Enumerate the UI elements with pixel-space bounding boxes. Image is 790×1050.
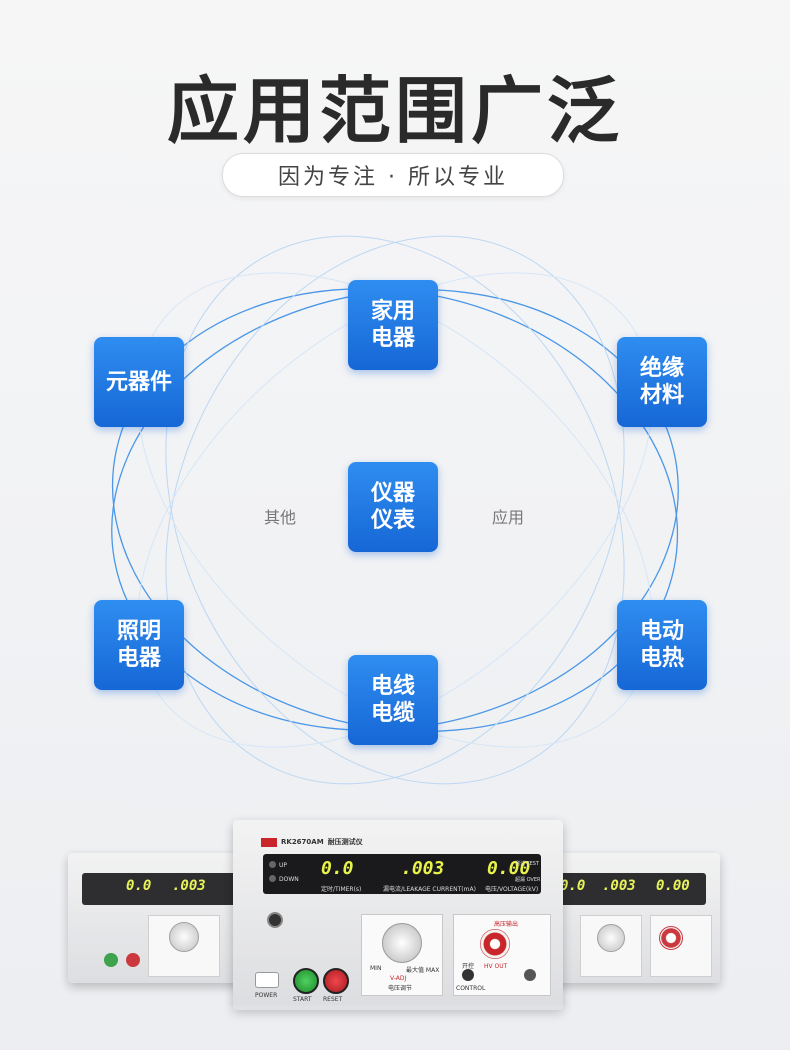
left-knob: [169, 922, 199, 952]
right-hv-socket: [659, 926, 683, 950]
right-knob-window: [580, 915, 642, 977]
label-application: 应用: [491, 508, 524, 527]
floor-reflection: [0, 1005, 790, 1050]
right-timer-digits: 0.0: [560, 878, 586, 894]
knob-min-label: MIN: [370, 965, 382, 972]
start-label: START: [293, 996, 312, 1003]
instrument-left: 0.0 .003: [68, 853, 258, 983]
voltage-digits: 0.00: [487, 858, 531, 879]
power-switch[interactable]: [255, 972, 279, 988]
up-button[interactable]: [269, 861, 276, 868]
tile-electric-heating: 电动 电热: [617, 600, 707, 690]
tagline-text: 因为专注 · 所以专业: [278, 165, 508, 190]
brand-logo: [261, 837, 277, 847]
right-knob: [597, 924, 625, 952]
reset-button[interactable]: [323, 968, 349, 994]
instrument-right: 0.0 .003 0.00: [540, 853, 720, 983]
hv-out-window: 高压输出 HV OUT 开控 CONTROL: [453, 914, 551, 996]
control-cn-label: 开控: [462, 963, 475, 970]
knob-max-label: 最大值 MAX: [406, 967, 440, 974]
control-socket[interactable]: [462, 969, 474, 981]
tile-components: 元器件: [94, 337, 184, 427]
page-heading: 应用范围广泛: [166, 69, 623, 153]
instrument-main: RK2670AM 耐压测试仪 UP DOWN 0.0 .003 0.00 定时/…: [233, 820, 563, 1010]
current-label: 漏电流/LEAKAGE CURRENT(mA): [383, 886, 476, 893]
tile-home-appliance: 家用 电器: [348, 280, 438, 370]
hv-out-cn-label: 高压输出: [494, 921, 519, 928]
voltage-knob[interactable]: [382, 923, 422, 963]
model-strip: RK2670AM 耐压测试仪: [261, 836, 363, 848]
down-label: DOWN: [279, 876, 299, 883]
left-knob-window: [148, 915, 220, 977]
instrument-left-display: 0.0 .003: [82, 873, 258, 905]
reset-label: RESET: [323, 996, 343, 1003]
vadj-cn-label: 电压调节: [388, 985, 413, 992]
tile-lighting: 照明 电器: [94, 600, 184, 690]
start-button[interactable]: [293, 968, 319, 994]
left-timer-digits: 0.0: [126, 878, 152, 894]
main-display-panel: UP DOWN 0.0 .003 0.00 定时/TIMER(s) 漏电流/LE…: [263, 854, 541, 894]
over-label: 超漏 OVER: [515, 877, 541, 883]
hv-out-label: HV OUT: [484, 963, 508, 970]
tile-insulation-material: 绝缘 材料: [617, 337, 707, 427]
ground-terminal[interactable]: [524, 969, 536, 981]
test-label: 测试 TEST: [515, 861, 540, 867]
right-hv-window: [650, 915, 712, 977]
instrument-right-display: 0.0 .003 0.00: [540, 873, 706, 905]
hv-out-socket[interactable]: [480, 929, 510, 959]
right-voltage-digits: 0.00: [656, 878, 690, 894]
current-digits: .003: [401, 858, 445, 879]
vadj-window: MIN 最大值 MAX V-ADJ 电压调节: [361, 914, 443, 996]
left-current-digits: .003: [172, 878, 206, 894]
left-green-button: [104, 953, 118, 967]
power-lamp: [267, 912, 283, 928]
voltage-label: 电压/VOLTAGE(kV): [485, 886, 539, 893]
model-title: 耐压测试仪: [327, 838, 363, 846]
right-current-digits: .003: [602, 878, 636, 894]
label-other: 其他: [263, 508, 296, 527]
tile-wire-cable: 电线 电缆: [348, 655, 438, 745]
control-label: CONTROL: [456, 985, 486, 992]
model-name: RK2670AM: [281, 838, 324, 846]
vadj-label: V-ADJ: [390, 975, 407, 982]
timer-digits: 0.0: [321, 858, 354, 879]
tile-instruments: 仪器 仪表: [348, 462, 438, 552]
timer-label: 定时/TIMER(s): [321, 886, 362, 893]
up-label: UP: [279, 862, 288, 869]
left-red-button: [126, 953, 140, 967]
tagline-pill: 因为专注 · 所以专业: [222, 153, 564, 197]
power-label: POWER: [255, 992, 278, 999]
down-button[interactable]: [269, 875, 276, 882]
